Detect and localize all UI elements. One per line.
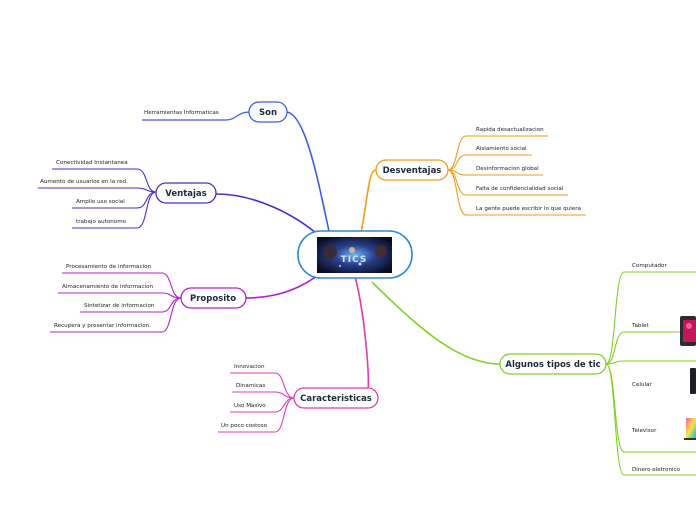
leaf-ventajas-2[interactable]: Amplio uso social — [76, 199, 125, 205]
leaf-tipos-3[interactable]: Televisor — [631, 428, 657, 434]
central-topic[interactable]: TICS — [297, 230, 413, 279]
phone-image — [690, 368, 696, 394]
leaf-tipos-1[interactable]: Tablet — [631, 323, 649, 329]
leaf-proposito-2[interactable]: Sintetizar de informacion — [84, 303, 155, 309]
topic-desventajas-label: Desventajas — [383, 166, 442, 176]
topic-tipos[interactable] — [499, 353, 607, 375]
leaf-desventajas-0[interactable]: Rapida desactualizacion — [476, 127, 544, 133]
topic-proposito[interactable] — [180, 287, 247, 309]
leaf-caracteristicas-2[interactable]: Uso Masivo — [234, 403, 266, 409]
leaf-ventajas-3[interactable]: trabajo autonomo — [76, 219, 127, 225]
tablet-image — [680, 316, 696, 346]
leaf-tipos-2[interactable]: Celular — [632, 382, 652, 388]
topic-caracteristicas[interactable] — [293, 387, 379, 409]
leaf-tipos-0[interactable]: Computador — [632, 263, 667, 269]
topic-son[interactable] — [248, 101, 288, 123]
leaf-caracteristicas-0[interactable]: Innovacion — [234, 364, 265, 370]
topic-desventajas[interactable] — [375, 159, 449, 181]
leaf-desventajas-2[interactable]: Desinformacion global — [476, 166, 539, 172]
topic-proposito-label: Proposito — [190, 294, 236, 304]
topic-ventajas-label: Ventajas — [165, 189, 206, 199]
leaf-ventajas-0[interactable]: Conectividad Instantanea — [56, 160, 128, 166]
branch-son: Son Herramientas Informaticas — [142, 101, 331, 237]
topic-ventajas[interactable] — [155, 182, 217, 204]
branch-desventajas: Desventajas Rapida desactualizacion Aisl… — [359, 127, 586, 239]
leaf-caracteristicas-1[interactable]: Dinamicas — [236, 383, 265, 389]
leaf-proposito-1[interactable]: Almacenamiento de informacion — [62, 284, 154, 290]
tics-image-text: TICS — [341, 255, 368, 265]
leaf-son-0[interactable]: Herramientas Informaticas — [144, 110, 219, 116]
leaf-tipos-4[interactable]: Dinero eletronico — [632, 467, 681, 473]
branch-caracteristicas: Caracteristicas Innovacion Dinamicas Uso… — [218, 275, 379, 433]
leaf-proposito-0[interactable]: Procesamiento de informacion — [66, 264, 152, 270]
branch-ventajas: Ventajas Conectividad Instantanea Aument… — [38, 160, 323, 239]
topic-caracteristicas-label: Caracteristicas — [300, 394, 372, 404]
tics-image: TICS — [317, 237, 392, 273]
leaf-proposito-3[interactable]: Recupera y presentar informacion. — [54, 323, 151, 329]
topic-tipos-label: Algunos tipos de tic — [505, 360, 600, 370]
leaf-caracteristicas-3[interactable]: Un poco costoso — [221, 423, 268, 429]
branch-tipos: Algunos tipos de tic Computador Tablet C… — [371, 263, 696, 476]
topic-son-label: Son — [259, 108, 277, 118]
leaf-desventajas-1[interactable]: Aislamiento social — [476, 146, 527, 152]
leaf-desventajas-4[interactable]: La gente puede escribir lo que quiera — [476, 206, 581, 212]
television-image — [684, 418, 696, 440]
leaf-desventajas-3[interactable]: Falta de confidencialidad social — [476, 186, 564, 192]
branch-proposito: Proposito Procesamiento de informacion A… — [50, 264, 323, 333]
leaf-ventajas-1[interactable]: Aumento de usuarios en la red. — [40, 179, 128, 185]
